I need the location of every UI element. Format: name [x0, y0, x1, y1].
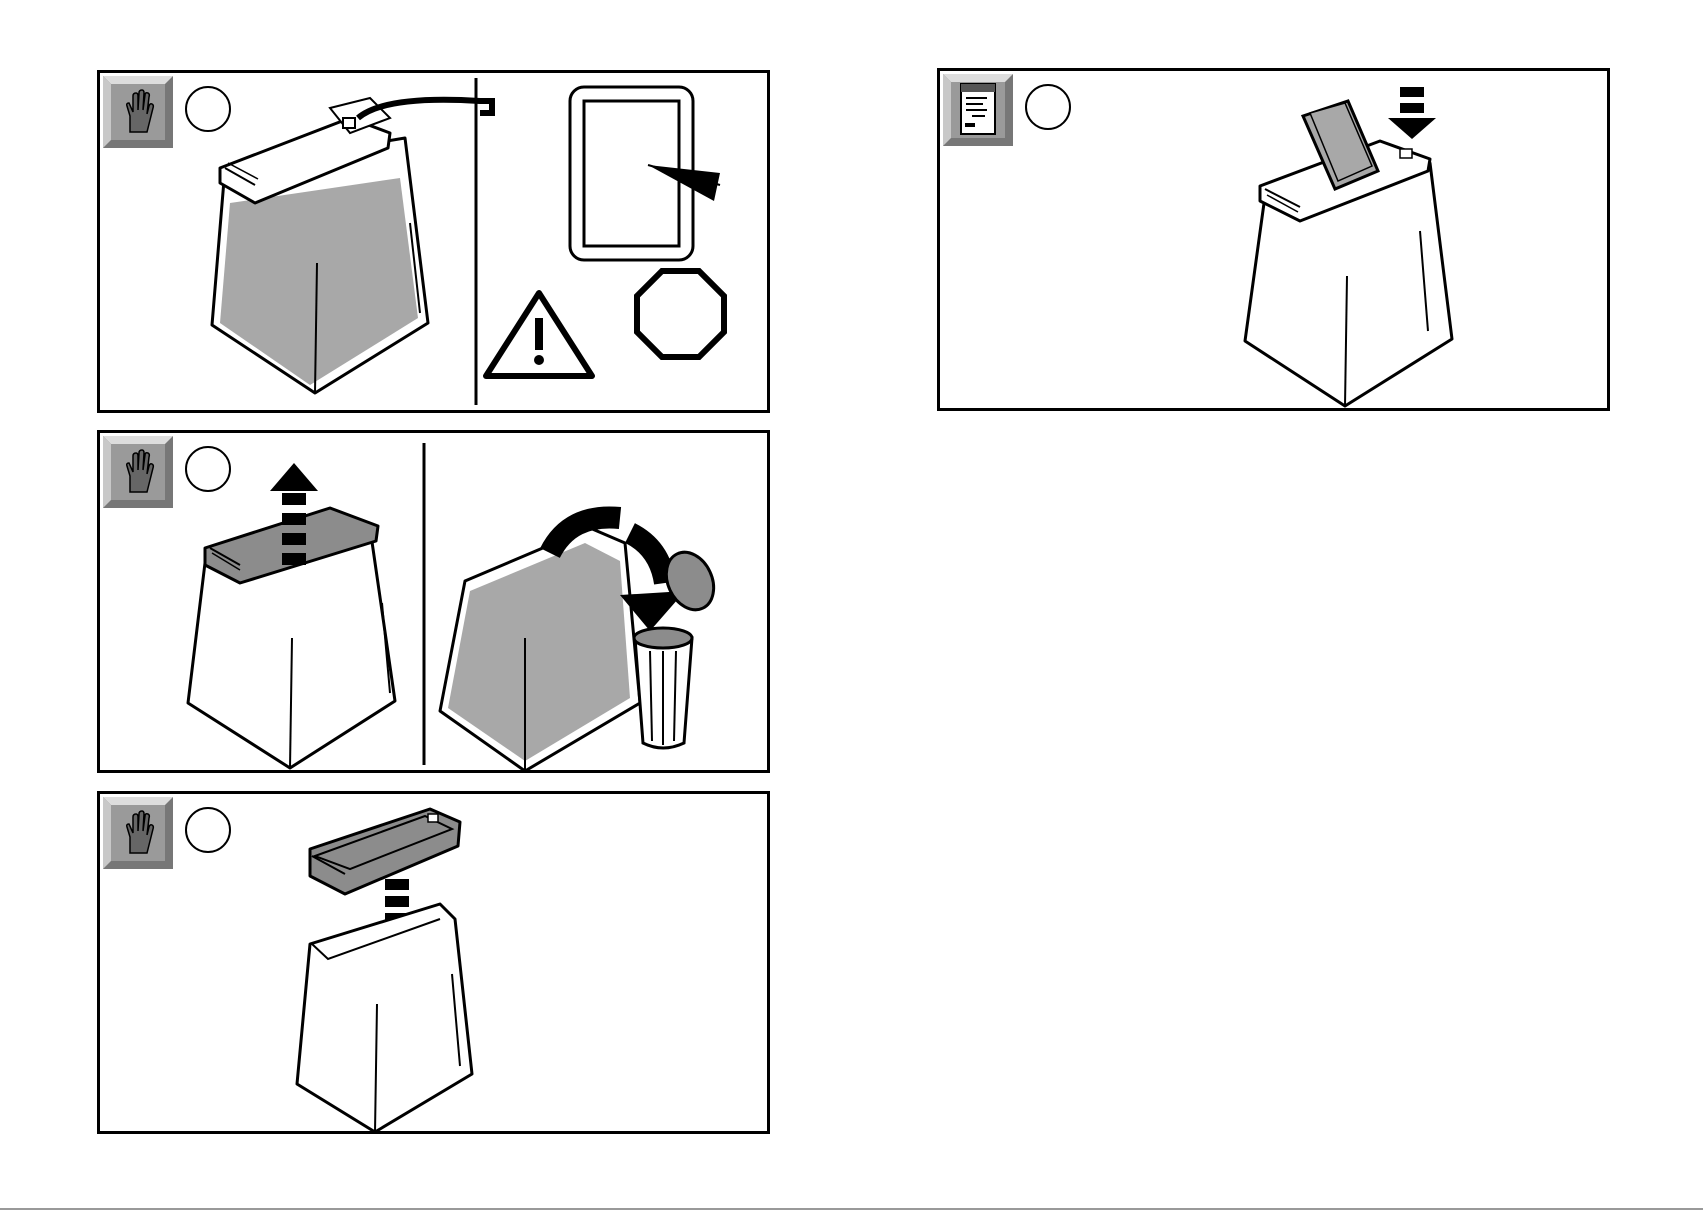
panel-empty-bin	[97, 430, 770, 773]
panel-operate	[937, 68, 1610, 411]
panel-replace-head	[97, 791, 770, 1134]
page-bottom-rule	[0, 1208, 1703, 1210]
shredder-unplug-illustration	[100, 73, 767, 410]
replace-head-illustration	[100, 794, 767, 1131]
feed-paper-illustration	[940, 71, 1607, 408]
remove-head-empty-bin-illustration	[100, 433, 767, 770]
panel-unplug	[97, 70, 770, 413]
